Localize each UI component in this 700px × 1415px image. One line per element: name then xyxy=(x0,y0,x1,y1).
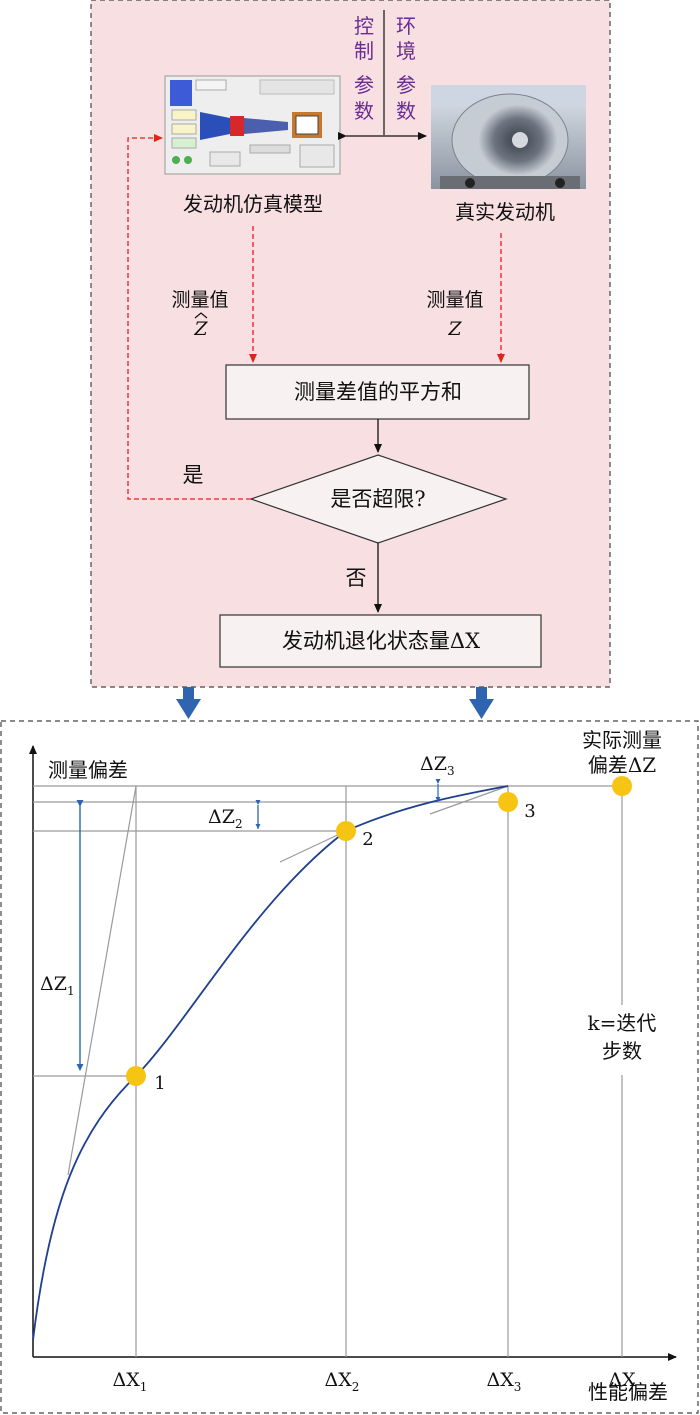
tangent-2 xyxy=(279,830,347,863)
actual-label-line1: 实际测量 xyxy=(582,728,662,752)
yes-loop-arrow xyxy=(127,134,251,500)
point-1 xyxy=(126,1066,146,1086)
svg-text:境: 境 xyxy=(396,39,416,63)
svg-text:控: 控 xyxy=(354,14,374,38)
svg-text:数: 数 xyxy=(354,99,374,123)
point-3 xyxy=(498,792,518,812)
transition-arrow-left xyxy=(176,687,201,719)
sum-box xyxy=(225,364,530,420)
measured-hat-label: 测量值 xyxy=(171,289,228,311)
svg-text:参: 参 xyxy=(354,73,374,97)
dz2-label: ΔZ2 xyxy=(208,806,243,831)
svg-text:环: 环 xyxy=(396,14,416,38)
transition-arrow-right xyxy=(469,687,494,719)
x-tick-1: ΔX1 xyxy=(113,1369,148,1394)
x-tick-4: ΔX xyxy=(608,1369,636,1391)
sim-model-label: 发动机仿真模型 xyxy=(183,192,323,216)
y-axis-label: 测量偏差 xyxy=(48,758,128,782)
dz3-label: ΔZ3 xyxy=(420,753,455,778)
point-actual xyxy=(612,776,632,796)
hat-mark xyxy=(194,312,208,319)
env-param-text: 环 境 参 数 xyxy=(396,14,416,123)
x-tick-2: ΔX2 xyxy=(325,1369,360,1394)
performance-curve xyxy=(32,785,509,1341)
sum-box-label: 测量差值的平方和 xyxy=(294,380,462,404)
x-axis-label: 性能偏差 xyxy=(588,1380,668,1404)
point-3-label: 3 xyxy=(524,801,535,822)
point-2-label: 2 xyxy=(362,829,373,850)
measured-label: 测量值 xyxy=(426,289,483,311)
point-2 xyxy=(336,821,356,841)
result-box-label: 发动机退化状态量ΔX xyxy=(282,629,480,653)
no-label: 否 xyxy=(346,566,367,590)
svg-text:数: 数 xyxy=(396,99,416,123)
control-param-text: 控 制 参 数 xyxy=(354,14,374,123)
x-tick-3: ΔX3 xyxy=(487,1369,522,1394)
svg-text:制: 制 xyxy=(354,39,374,63)
actual-label-line2: 偏差ΔZ xyxy=(588,753,656,777)
dz1-label: ΔZ1 xyxy=(40,973,75,998)
measured-hat-symbol: Z xyxy=(193,318,208,340)
simulation-model-image xyxy=(164,75,341,175)
result-box xyxy=(219,614,542,668)
yes-label: 是 xyxy=(183,463,204,487)
tangent-3 xyxy=(429,785,509,815)
tangent-1 xyxy=(67,785,137,1176)
svg-text:参: 参 xyxy=(396,73,416,97)
point-1-label: 1 xyxy=(154,1073,165,1094)
k-label-line2: 步数 xyxy=(602,1039,642,1063)
k-label-line1: k=迭代 xyxy=(588,1011,657,1035)
real-engine-image xyxy=(431,85,586,189)
decision-label: 是否超限? xyxy=(330,487,425,511)
real-engine-label: 真实发动机 xyxy=(455,200,555,224)
measured-symbol: Z xyxy=(447,318,462,340)
